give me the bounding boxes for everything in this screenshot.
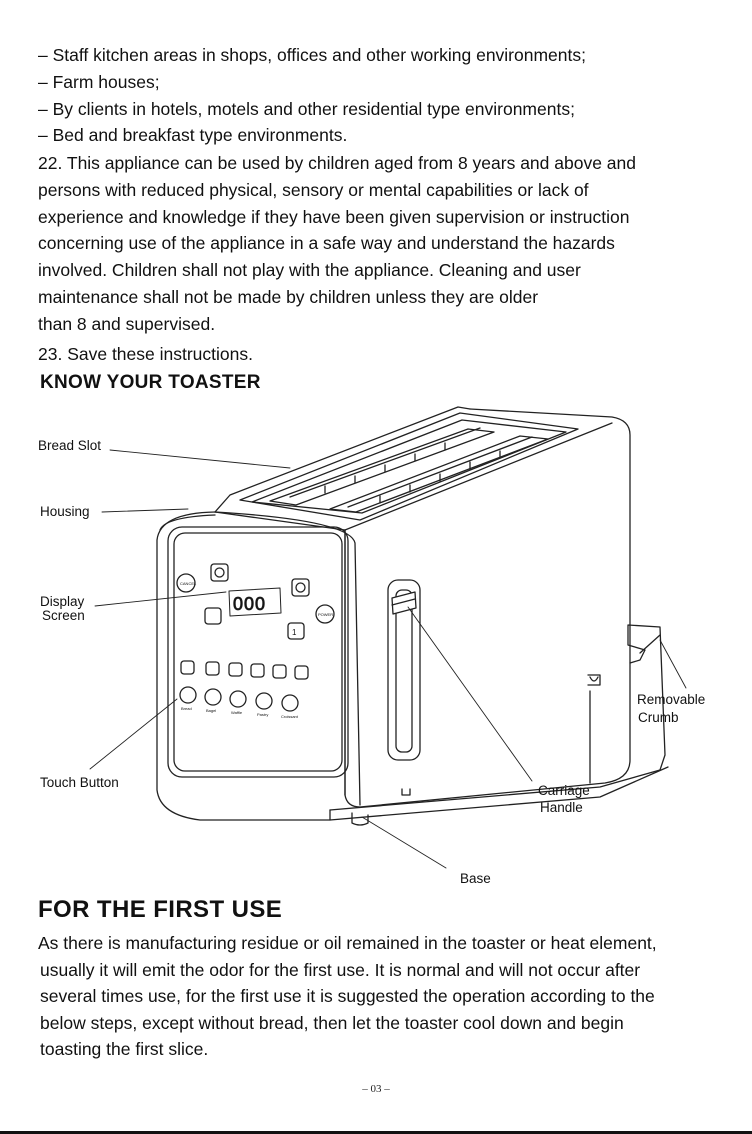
label-screen: Screen xyxy=(42,608,85,623)
text-line: below steps, except without bread, then … xyxy=(40,1012,624,1033)
usage-environment-list: – Staff kitchen areas in shops, offices … xyxy=(38,42,728,149)
label-carriage: Carriage xyxy=(538,783,590,798)
mode-label: Waffle xyxy=(231,710,243,715)
text-line: As there is manufacturing residue or oil… xyxy=(38,933,657,953)
list-item: – By clients in hotels, motels and other… xyxy=(38,98,575,119)
text-line: involved. Children shall not play with t… xyxy=(38,260,581,281)
bottom-rule xyxy=(0,1131,752,1134)
first-use-paragraph: As there is manufacturing residue or oil… xyxy=(38,930,728,1063)
label-crumb: Crumb xyxy=(638,710,679,725)
text-line: usually it will emit the odor for the fi… xyxy=(40,959,641,980)
first-use-heading: FOR THE FIRST USE xyxy=(38,896,283,923)
power-text: POWER xyxy=(318,612,333,617)
list-item: – Bed and breakfast type environments. xyxy=(38,125,348,146)
text-line: experience and knowledge if they have be… xyxy=(38,206,630,227)
text-line: concerning use of the appliance in a saf… xyxy=(38,233,615,254)
list-item: – Staff kitchen areas in shops, offices … xyxy=(38,45,586,65)
label-display: Display xyxy=(40,594,85,609)
text-line: maintenance shall not be made by childre… xyxy=(38,286,539,307)
label-handle: Handle xyxy=(540,800,583,815)
instruction-22: 22. This appliance can be used by childr… xyxy=(38,150,728,338)
label-touch-button: Touch Button xyxy=(40,775,119,790)
mode-label: Croissant xyxy=(281,714,299,719)
instruction-23: 23. Save these instructions. xyxy=(38,344,253,364)
mode-label: Bread xyxy=(181,706,192,711)
display-digits: 000 xyxy=(233,594,266,614)
page-number: – 03 – xyxy=(362,1083,390,1095)
mode-label: Bagel xyxy=(206,708,216,713)
text-line: 22. This appliance can be used by childr… xyxy=(38,153,636,173)
text-line: persons with reduced physical, sensory o… xyxy=(38,179,589,200)
text-line: several times use, for the first use it … xyxy=(40,986,655,1007)
text-line: toasting the first slice. xyxy=(40,1039,209,1060)
know-your-toaster-heading: KNOW YOUR TOASTER xyxy=(40,372,261,393)
list-item: – Farm houses; xyxy=(38,71,160,92)
label-base: Base xyxy=(460,871,491,886)
text-line: than 8 and supervised. xyxy=(38,313,216,334)
cancel-text: CANCEL xyxy=(180,581,197,586)
label-housing: Housing xyxy=(40,504,90,519)
slice-count-text: 1 xyxy=(292,628,297,637)
mode-label: Pastry xyxy=(257,712,268,717)
label-bread-slot: Bread Slot xyxy=(38,438,101,453)
label-removable: Removable xyxy=(637,692,705,707)
toaster-diagram: 000 1 CANCEL POWER Bread Bagel Waffle Pa… xyxy=(38,406,705,886)
